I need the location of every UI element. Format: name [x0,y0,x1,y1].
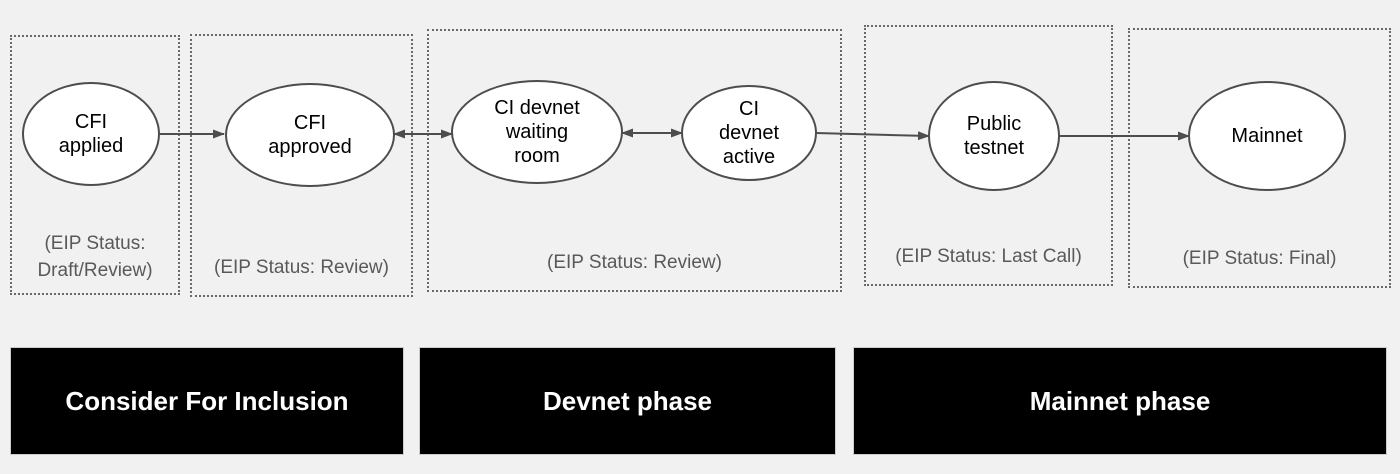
node-cfi-applied-label: CFI applied [58,111,124,157]
node-ci-devnet-waiting-room-label: CI devnet waiting room [494,97,580,167]
group-ci-devnet: (EIP Status: Review) [427,29,842,292]
node-cfi-approved-label: CFI approved [268,112,352,158]
phase-banner-consider-for-inclusion-label: Consider For Inclusion [65,385,349,416]
status-label-draft-review: (EIP Status: Draft/Review) [37,233,153,281]
node-public-testnet: Public testnet [928,81,1060,191]
node-cfi-approved: CFI approved [225,83,395,187]
group-mainnet: (EIP Status: Final) [1128,28,1391,288]
status-label-review-1: (EIP Status: Review) [214,257,389,278]
node-mainnet-label: Mainnet [1231,125,1303,147]
node-public-testnet-label: Public testnet [963,113,1025,159]
node-ci-devnet-waiting-room: CI devnet waiting room [451,80,623,184]
phase-banner-devnet-phase-label: Devnet phase [542,385,713,416]
group-cfi-approved: (EIP Status: Review) [190,34,413,297]
group-cfi-applied: (EIP Status: Draft/Review) [10,35,180,295]
node-mainnet: Mainnet [1188,81,1346,191]
phase-banner-consider-for-inclusion: Consider For Inclusion [10,347,404,455]
phase-banner-devnet-phase: Devnet phase [419,347,836,455]
status-label-last-call: (EIP Status: Last Call) [895,246,1082,267]
status-label-review-2: (EIP Status: Review) [547,252,722,273]
group-public-testnet: (EIP Status: Last Call) [864,25,1113,286]
node-ci-devnet-active: CI devnet active [681,85,817,181]
phase-banner-mainnet-phase-label: Mainnet phase [1029,385,1211,416]
node-ci-devnet-active-label: CI devnet active [718,98,780,168]
node-cfi-applied: CFI applied [22,82,160,186]
status-label-final: (EIP Status: Final) [1182,248,1337,269]
phase-banner-mainnet-phase: Mainnet phase [853,347,1387,455]
